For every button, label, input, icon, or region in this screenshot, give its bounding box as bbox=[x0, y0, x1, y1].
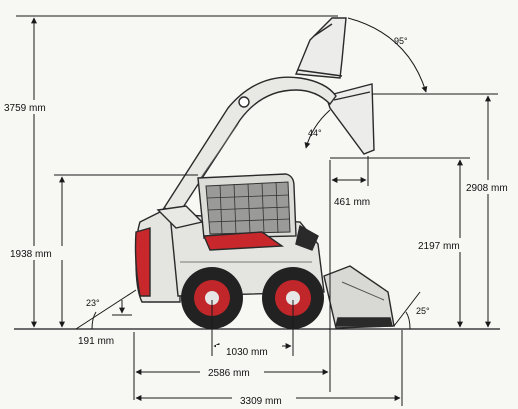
label-hinge-pin-height: 2908 mm bbox=[466, 183, 508, 194]
label-angle-rollback-top: 95° bbox=[394, 36, 408, 46]
lift-arm bbox=[162, 76, 337, 213]
lowered-bucket bbox=[323, 265, 395, 329]
label-dump-height: 2197 mm bbox=[418, 241, 460, 252]
label-angle-bucket-ground: 25° bbox=[416, 306, 430, 316]
label-length-total: 3309 mm bbox=[240, 396, 282, 407]
label-ground-clearance: 191 mm bbox=[78, 336, 114, 347]
label-angle-dump: 44° bbox=[308, 128, 322, 138]
front-wheel bbox=[262, 267, 324, 329]
label-dump-reach: 461 mm bbox=[334, 197, 370, 208]
label-wheelbase: 1030 mm bbox=[226, 347, 268, 358]
machine-body bbox=[134, 173, 325, 303]
label-height-max: 3759 mm bbox=[4, 103, 46, 114]
dumping-bucket bbox=[325, 83, 375, 155]
rear-wheel bbox=[181, 267, 243, 329]
raised-bucket bbox=[294, 17, 347, 79]
label-angle-departure: 23° bbox=[86, 298, 100, 308]
label-length-no-bucket: 2586 mm bbox=[208, 368, 250, 379]
label-height-machine: 1938 mm bbox=[10, 249, 52, 260]
